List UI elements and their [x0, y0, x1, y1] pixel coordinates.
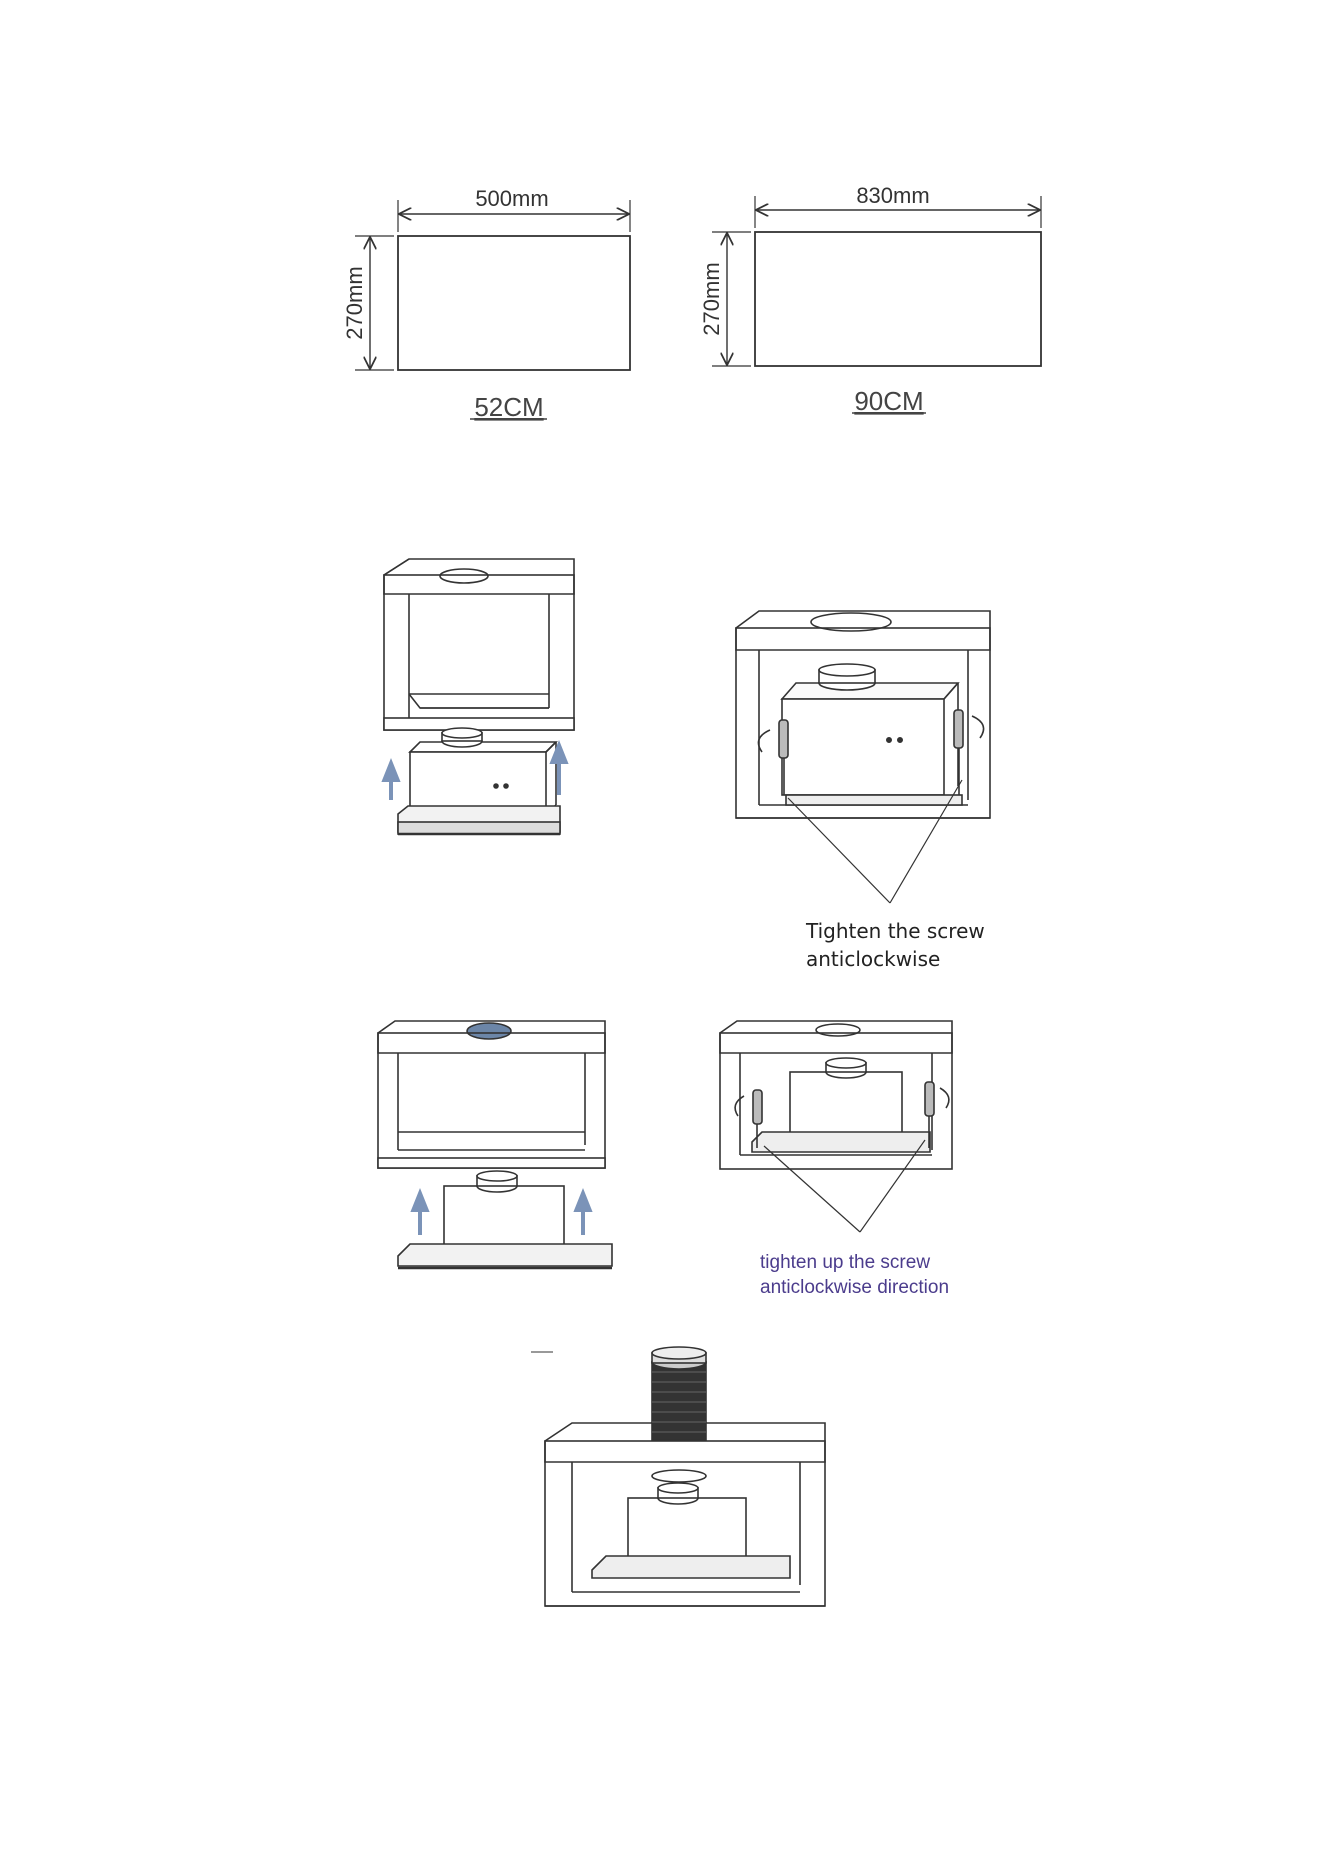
step1-insert-hood-illustration	[384, 559, 574, 834]
cabinet-outline-52cm	[398, 236, 630, 370]
step1-fix-screws-illustration	[736, 611, 990, 818]
width-label-52cm: 500mm	[475, 186, 548, 211]
note-line: anticlockwise	[806, 945, 985, 973]
step2-insert-hood-illustration	[378, 1021, 612, 1268]
note-tighten-screw-step2: tighten up the screw anticlockwise direc…	[760, 1250, 949, 1300]
size-label-90cm: 90CM	[854, 386, 923, 416]
size-label-52cm: 52CM	[474, 392, 543, 422]
height-label-90cm: 270mm	[699, 262, 724, 335]
note-line: anticlockwise direction	[760, 1275, 949, 1300]
note-tighten-screw-step1: Tighten the screw anticlockwise	[806, 917, 985, 973]
cabinet-outline-90cm	[755, 232, 1041, 366]
dimension-drawing-52cm	[355, 200, 630, 370]
note-line: Tighten the screw	[806, 917, 985, 945]
flexible-duct	[652, 1362, 706, 1440]
step2-fix-screws-illustration	[720, 1021, 952, 1169]
height-label-52cm: 270mm	[342, 266, 367, 339]
note-line: tighten up the screw	[760, 1250, 949, 1275]
duct-hole	[467, 1023, 511, 1039]
step3-duct-connection-illustration	[545, 1347, 825, 1606]
dimension-drawing-90cm	[712, 196, 1041, 366]
leader-lines	[764, 1140, 925, 1232]
duct-hole	[440, 569, 488, 583]
width-label-90cm: 830mm	[856, 183, 929, 208]
